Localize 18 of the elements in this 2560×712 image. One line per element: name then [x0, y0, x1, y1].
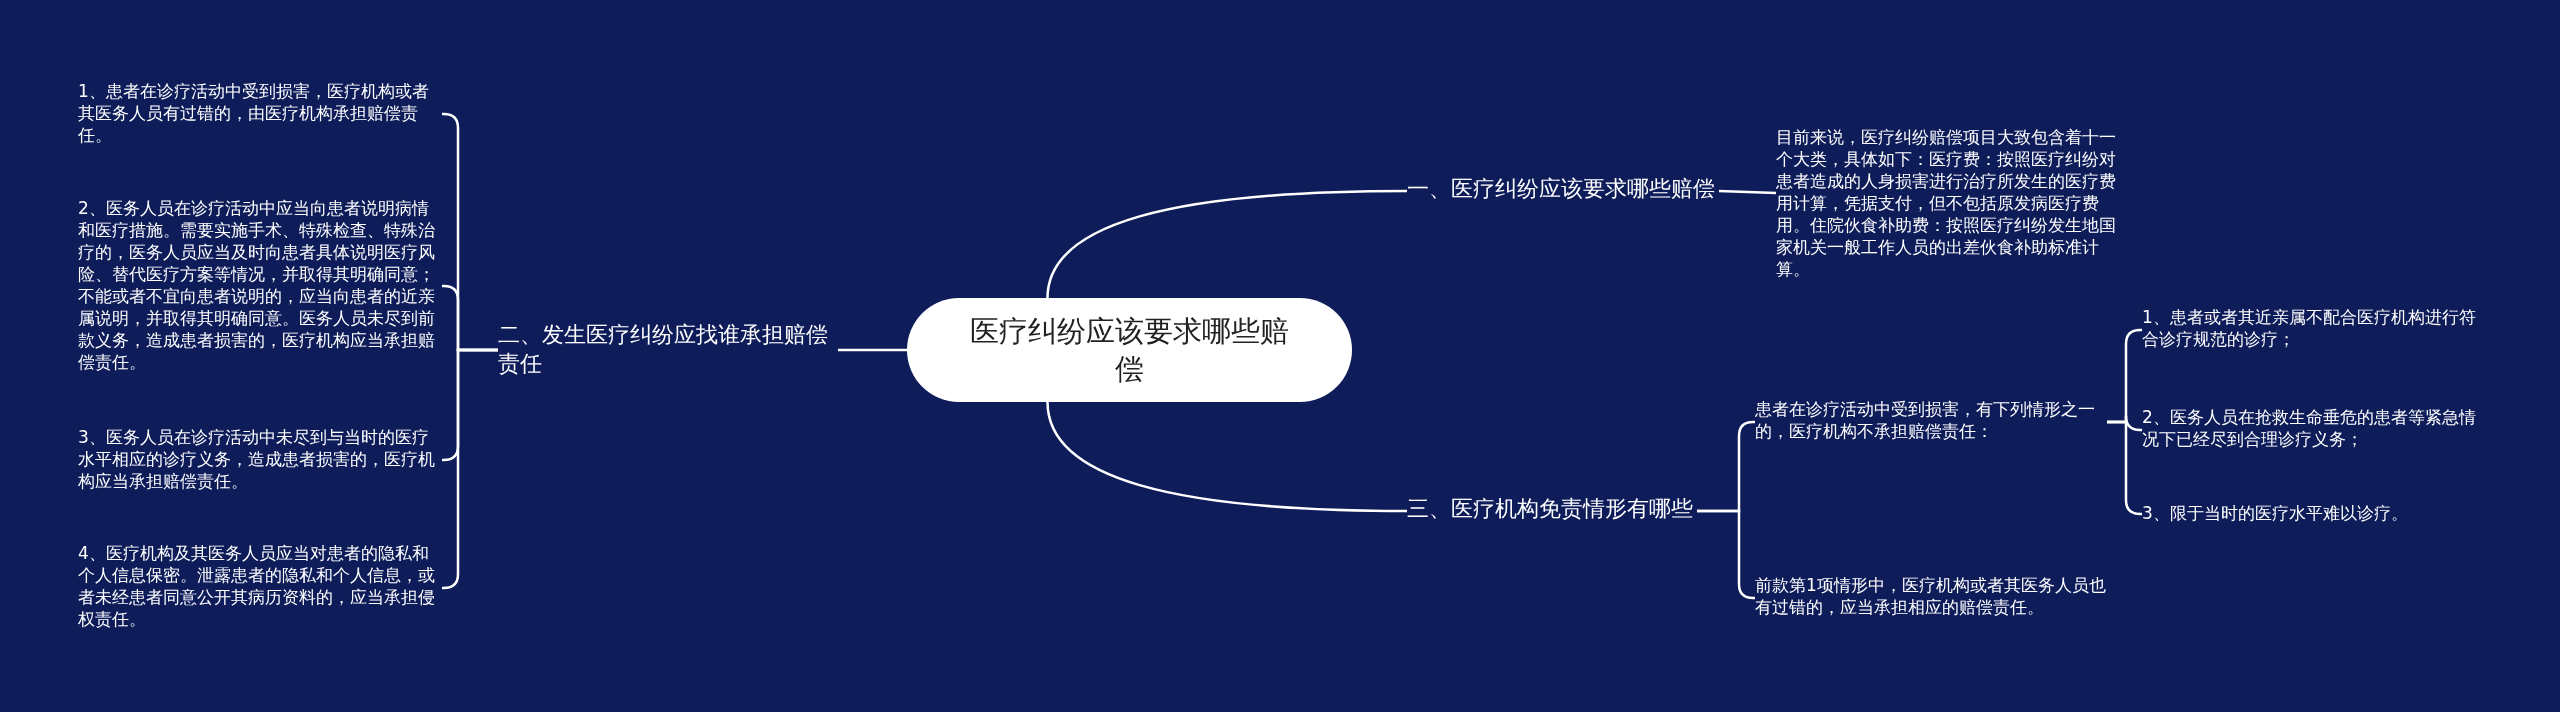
note-text: 目前来说，医疗纠纷赔偿项目大致包含着十一个大类，具体如下：医疗费：按照医疗纠纷对患者造成的人身损害进行治疗所发生的医疗费用计算，凭据支付，但不包括原发病医疗费用。住院伙食补助费：按照医疗纠纷发生地国家机关一般工作人员的出差伙食补助标准计算。	[1776, 126, 2128, 280]
note-text: 3、医务人员在诊疗活动中未尽到与当时的医疗水平相应的诊疗义务，造成患者损害的，医疗机构应当承担赔偿责任。	[78, 426, 442, 492]
connector	[1046, 401, 1407, 513]
note-text: 1、患者在诊疗活动中受到损害，医疗机构或者其医务人员有过错的，由医疗机构承担赔偿责任。	[78, 80, 442, 146]
connector	[838, 348, 907, 352]
note-text: 2、医务人员在诊疗活动中应当向患者说明病情和医疗措施。需要实施手术、特殊检查、特殊治疗的，医务人员应当及时向患者具体说明医疗风险、替代医疗方案等情况，并取得其明确同意；不能或者不宜向患者说明的，应当向患者的近亲属说明，并取得其明确同意。医务人员未尽到前款义务，造成患者损害的，医疗机构应当承担赔偿责任。	[78, 197, 442, 373]
branch-label: 三、医疗机构免责情形有哪些	[1407, 494, 1697, 523]
note-text: 4、医疗机构及其医务人员应当对患者的隐私和个人信息保密。泄露患者的隐私和个人信息，或者未经患者同意公开其病历资料的，应当承担侵权责任。	[78, 542, 442, 630]
note-text: 患者在诊疗活动中受到损害，有下列情形之一的，医疗机构不承担赔偿责任：	[1755, 398, 2107, 442]
note-text: 3、限于当时的医疗水平难以诊疗。	[2142, 502, 2492, 524]
branch-label: 一、医疗纠纷应该要求哪些赔偿	[1407, 174, 1719, 203]
note-text: 前款第1项情形中，医疗机构或者其医务人员也有过错的，应当承担相应的赔偿责任。	[1755, 574, 2107, 618]
connector	[1046, 189, 1407, 299]
topic-pill: 医疗纠纷应该要求哪些赔偿	[907, 298, 1352, 402]
note-text: 2、医务人员在抢救生命垂危的患者等紧急情况下已经尽到合理诊疗义务；	[2142, 406, 2492, 450]
note-text: 1、患者或者其近亲属不配合医疗机构进行符合诊疗规范的诊疗；	[2142, 306, 2492, 350]
branch-label: 二、发生医疗纠纷应找谁承担赔偿责任	[498, 320, 838, 378]
connector	[1718, 189, 1777, 195]
